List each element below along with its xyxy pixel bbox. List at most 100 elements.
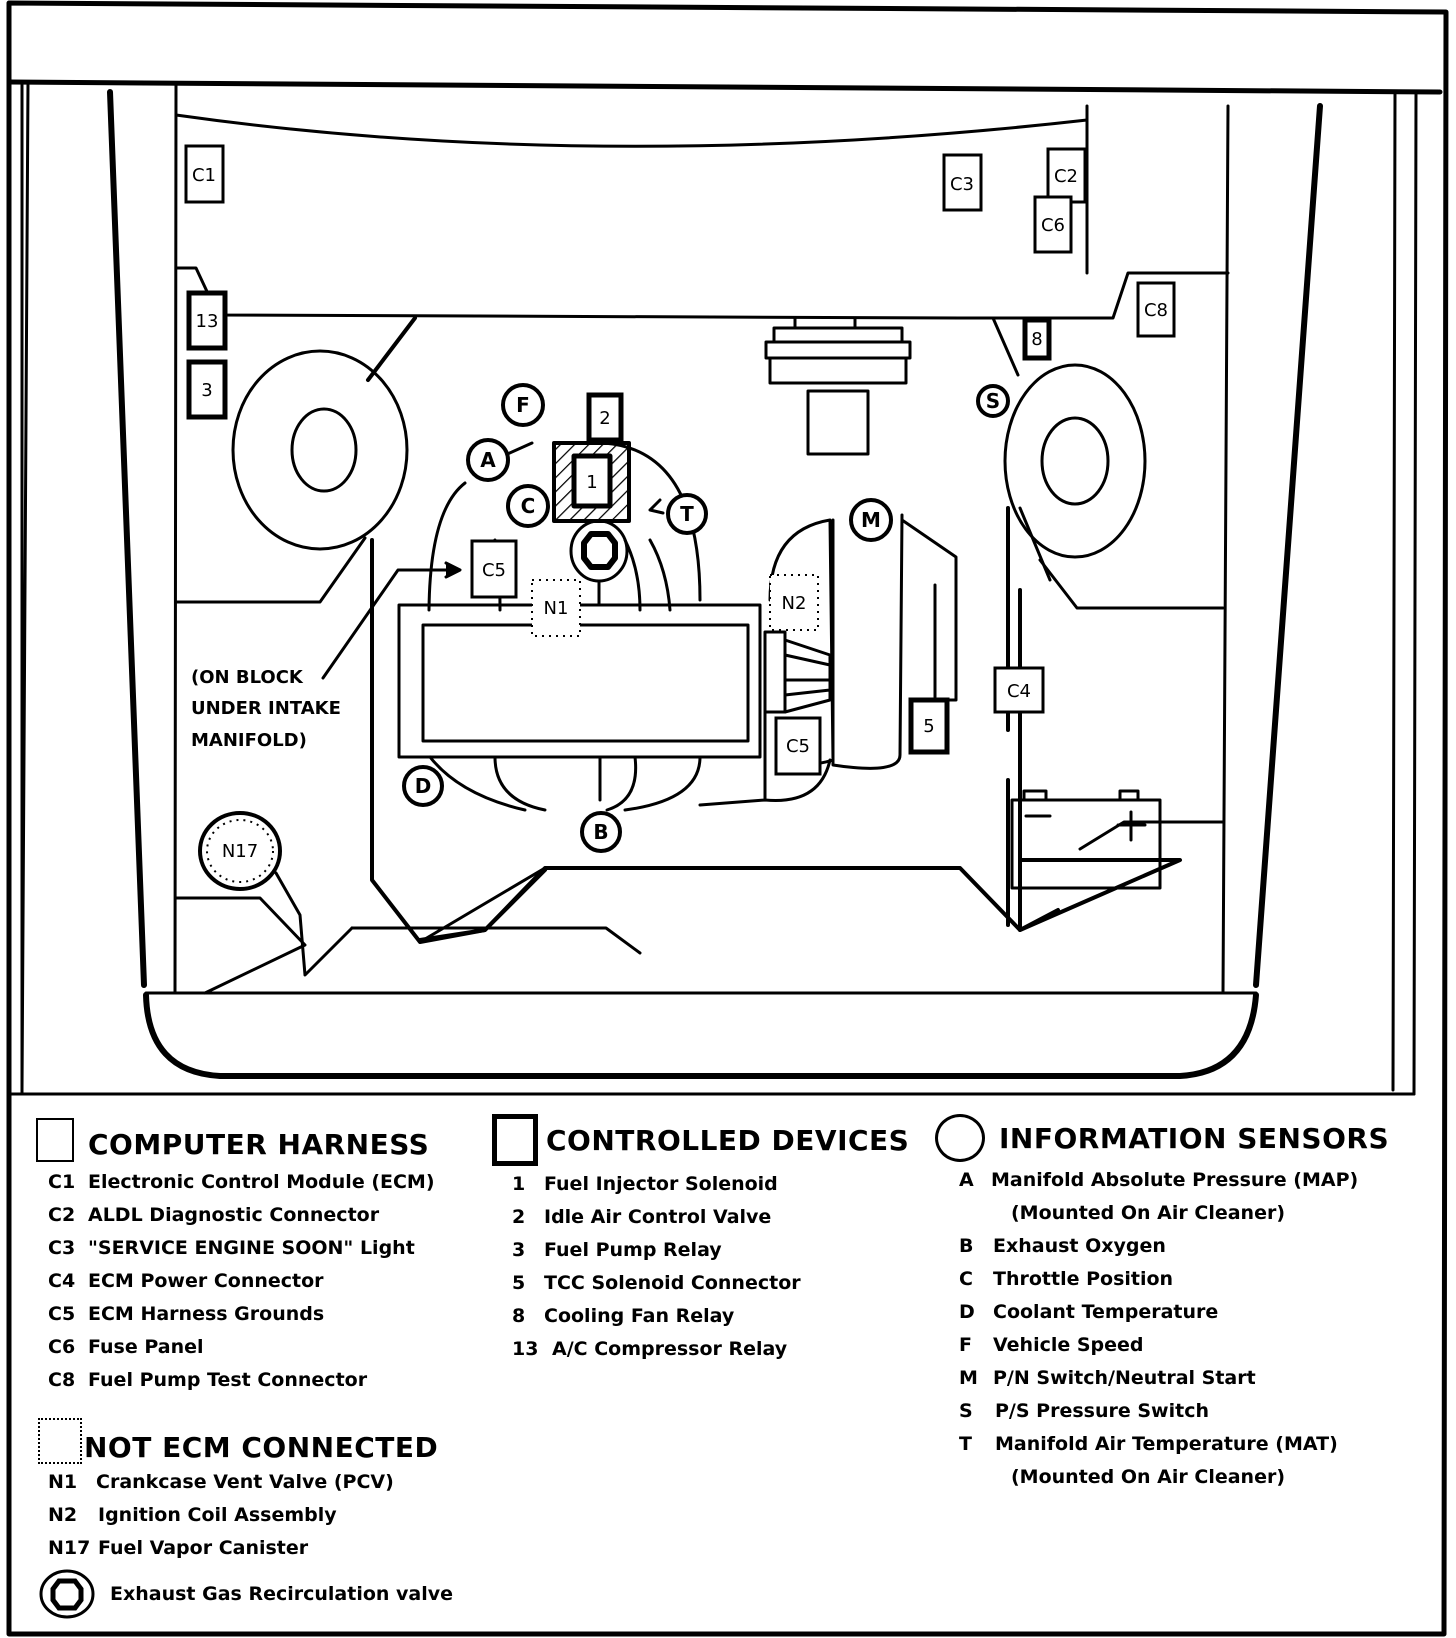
legend-item: C3"SERVICE ENGINE SOON" Light xyxy=(48,1237,415,1259)
front-bumper xyxy=(143,992,1259,1079)
egr-valve xyxy=(569,519,629,583)
engine-block-bottom xyxy=(418,868,547,942)
battery-pos-sign xyxy=(1116,810,1147,842)
box-c6 xyxy=(1033,195,1073,254)
sensor-m xyxy=(849,498,893,542)
note-leader-arrow xyxy=(444,561,462,579)
coil-connector-wires xyxy=(783,638,832,714)
lower-center-panel xyxy=(350,926,642,955)
box-n2 xyxy=(769,574,819,631)
t-arrow xyxy=(648,498,665,515)
relay-8-link xyxy=(991,316,1020,377)
lower-center-chevron xyxy=(418,866,547,944)
cowl-curve xyxy=(174,113,1089,148)
label-b: B xyxy=(593,820,608,844)
strut-right-link xyxy=(1018,506,1052,582)
label-c5-right: C5 xyxy=(786,736,810,757)
label-c: C xyxy=(521,494,536,518)
box-n1 xyxy=(531,579,581,637)
label-3: 3 xyxy=(201,380,212,401)
legend-title: CONTROLLED DEVICES xyxy=(546,1123,910,1157)
engine-right-edge xyxy=(1018,588,1060,932)
dotted-square-symbol-icon xyxy=(38,1418,82,1464)
reservoir-body xyxy=(768,356,908,385)
right-outer-body-line xyxy=(1391,90,1397,1092)
sensor-t xyxy=(666,493,708,535)
label-a: A xyxy=(480,448,496,472)
label-c8: C8 xyxy=(1144,300,1168,321)
sensor-d xyxy=(402,765,444,807)
sensor-b xyxy=(580,811,622,853)
label-5: 5 xyxy=(923,716,934,737)
egr-symbol-icon xyxy=(39,1569,95,1619)
reservoir-band xyxy=(764,340,912,360)
left-strut-tower xyxy=(231,349,409,551)
box-c8 xyxy=(1136,281,1176,338)
label-t: T xyxy=(680,502,694,526)
cowl-left-step xyxy=(174,266,1230,320)
box-c5-right xyxy=(774,716,822,776)
legend-title: COMPUTER HARNESS xyxy=(88,1127,430,1161)
outer-frame xyxy=(6,0,1449,1637)
left-strut-tower-inner xyxy=(290,407,358,493)
harness-left-arc xyxy=(427,481,467,612)
label-c1: C1 xyxy=(192,165,216,186)
lower-left-chevron xyxy=(274,871,354,977)
sensor-f xyxy=(501,383,545,427)
circle-symbol-icon xyxy=(935,1114,985,1162)
manifold-bottom-wires xyxy=(428,755,702,812)
label-n1: N1 xyxy=(544,598,569,619)
label-2: 2 xyxy=(599,408,610,429)
box-c4 xyxy=(993,666,1045,714)
frame-top-divider xyxy=(7,79,1443,95)
square-symbol-icon xyxy=(36,1118,74,1162)
box-2 xyxy=(586,392,624,443)
egr-legend-label: Exhaust Gas Recirculation valve xyxy=(110,1583,454,1605)
left-fender-line xyxy=(107,89,147,988)
battery-pos-terminal xyxy=(1118,789,1140,802)
left-outer-body-line xyxy=(20,80,30,1092)
label-13: 13 xyxy=(196,311,219,332)
diagram-border xyxy=(20,80,1418,1096)
label-s: S xyxy=(986,389,1000,413)
legend-title: NOT ECM CONNECTED xyxy=(84,1431,439,1464)
note-line-1: (ON BLOCK xyxy=(191,667,304,688)
coil-connector-block xyxy=(763,630,787,714)
box-c2 xyxy=(1046,147,1087,204)
label-c2: C2 xyxy=(1054,166,1078,187)
battery xyxy=(1010,798,1162,890)
box-c3 xyxy=(942,153,983,212)
legend-item: (Mounted On Air Cleaner) xyxy=(1011,1202,1286,1224)
egr-octagon-icon xyxy=(581,531,618,570)
box-5 xyxy=(908,697,950,755)
reservoir-top xyxy=(772,326,904,344)
box-13 xyxy=(186,290,228,351)
label-c3: C3 xyxy=(950,174,974,195)
note-line-3: MANIFOLD) xyxy=(191,730,307,751)
right-strut-tower xyxy=(1003,363,1147,559)
label-c6: C6 xyxy=(1041,215,1065,236)
left-body-line xyxy=(173,82,178,995)
legend-title: INFORMATION SENSORS xyxy=(999,1121,1390,1155)
label-d: D xyxy=(415,774,432,798)
intake-manifold-inner xyxy=(421,623,750,743)
sensor-a xyxy=(466,438,510,482)
right-body-line xyxy=(1221,104,1230,995)
